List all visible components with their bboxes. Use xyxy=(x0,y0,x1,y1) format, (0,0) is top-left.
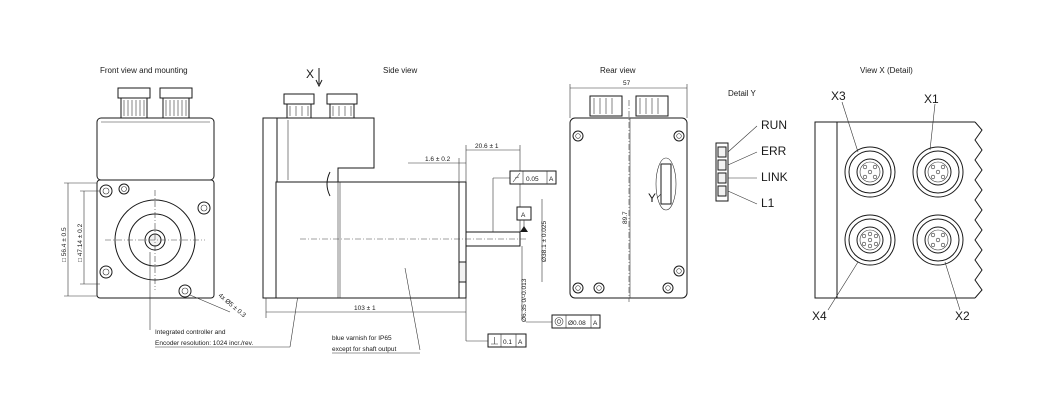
rear-dim-height: 89.7 xyxy=(622,211,629,224)
dim-pilot-diameter: Ø38.1 ± 0.025 xyxy=(541,220,548,262)
concentricity-ref: A xyxy=(593,320,598,327)
view-arrow-x-label: X xyxy=(306,67,314,81)
detail-y: RUN ERR LINK L1 xyxy=(715,118,788,210)
detail-y-title: Detail Y xyxy=(728,89,757,98)
connector-x3-label: X3 xyxy=(831,89,846,103)
led-err-label: ERR xyxy=(761,144,787,158)
view-x: X3 X1 X4 X2 xyxy=(812,89,983,323)
runout-ref: A xyxy=(549,176,554,183)
concentricity-value: Ø0.08 xyxy=(568,320,586,327)
led-link-label: LINK xyxy=(761,170,788,184)
front-dim-outer: □ 56.4 ± 0.5 xyxy=(61,227,68,262)
front-view-title: Front view and mounting xyxy=(100,66,188,75)
led-run-label: RUN xyxy=(761,118,787,132)
controller-note-line1: Integrated controller and xyxy=(155,329,226,336)
side-view-title: Side view xyxy=(383,66,417,75)
dim-shaft-length: 20.6 ± 1 xyxy=(475,143,499,150)
side-view: X 1.6 ± 0.2 20.6 ± 1 xyxy=(262,67,601,354)
perpendicularity-ref: A xyxy=(518,339,523,346)
perpendicularity-value: 0.1 xyxy=(503,339,512,346)
led-l1-label: L1 xyxy=(761,196,775,210)
rear-view: 57 Y 89.7 xyxy=(569,80,688,302)
dim-flange-thickness: 1.6 ± 0.2 xyxy=(425,156,451,163)
runout-value: 0.05 xyxy=(526,176,539,183)
connector-x1-label: X1 xyxy=(924,92,939,106)
rear-view-title: Rear view xyxy=(600,66,636,75)
varnish-note-line2: except for shaft output xyxy=(332,346,397,353)
dim-total-length: 103 ± 1 xyxy=(354,305,376,312)
rear-marker-y: Y xyxy=(648,191,656,205)
front-holes-dim: 4x Ø5 ± 0.3 xyxy=(217,292,248,319)
connector-x4-label: X4 xyxy=(812,309,827,323)
view-x-title: View X (Detail) xyxy=(860,66,913,75)
connector-x2-label: X2 xyxy=(955,309,970,323)
controller-note-line2: Encoder resolution: 1024 incr./rev. xyxy=(155,340,253,347)
rear-dim-width: 57 xyxy=(623,80,631,87)
front-dim-inner: □ 47.14 ± 0.2 xyxy=(77,223,84,262)
dim-shaft-diameter: Ø6.35 0/-0.013 xyxy=(521,278,528,322)
datum-a-label: A xyxy=(521,212,526,219)
varnish-note-line1: blue varnish for IP65 xyxy=(332,335,392,342)
